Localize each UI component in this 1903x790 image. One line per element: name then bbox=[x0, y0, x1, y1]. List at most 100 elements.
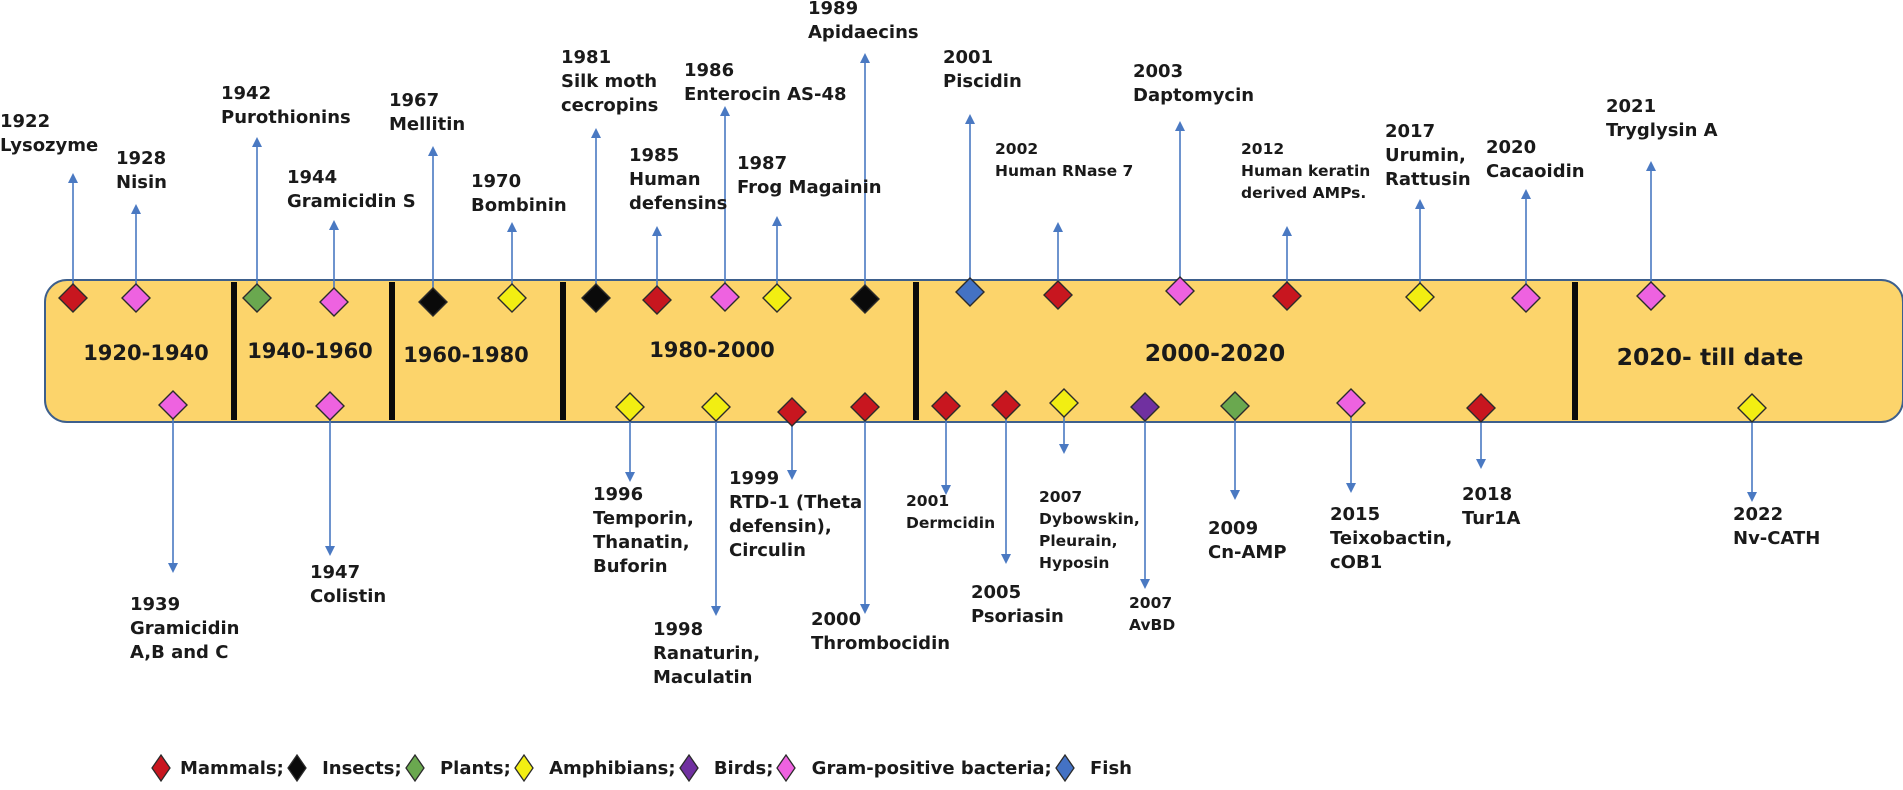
above-2012-human-keratin-marker bbox=[1272, 281, 1302, 311]
period-label-2020-till-date: 2020- till date bbox=[1616, 343, 1804, 371]
gram-positive-bacteria-diamond-icon bbox=[776, 753, 797, 783]
event-year: 1989 bbox=[808, 0, 859, 19]
timeline-band bbox=[44, 279, 1903, 423]
above-1928-nisin-marker bbox=[121, 283, 151, 313]
event-year: 2020 bbox=[1486, 137, 1537, 158]
legend-label: Insects; bbox=[315, 757, 402, 779]
event-name: Gramicidin A,B and C bbox=[130, 618, 240, 663]
legend-item-insects: Insects; bbox=[286, 753, 404, 783]
event-year: 1928 bbox=[116, 148, 167, 169]
event-year: 1970 bbox=[471, 171, 522, 192]
event-name: Bombinin bbox=[471, 195, 567, 216]
above-1989-apidaecins-marker bbox=[850, 284, 880, 314]
event-year: 2022 bbox=[1733, 504, 1784, 525]
legend-label: Fish bbox=[1083, 757, 1132, 779]
above-1981-silk-moth-marker bbox=[581, 283, 611, 313]
event-year: 1981 bbox=[561, 47, 612, 68]
legend: Mammals; Insects; Plants; Amphibians; Bi… bbox=[150, 752, 1134, 784]
legend-label: Plants; bbox=[433, 757, 511, 779]
event-year: 1996 bbox=[593, 484, 644, 505]
legend-label: Amphibians; bbox=[542, 757, 676, 779]
below-2007-dybowskin-marker bbox=[1049, 388, 1079, 418]
event-year: 2007 bbox=[1039, 488, 1083, 506]
legend-item-plants: Plants; bbox=[404, 753, 513, 783]
period-label-1960-1980: 1960-1980 bbox=[403, 343, 529, 367]
above-2002-human-rnase-7-marker bbox=[1043, 280, 1073, 310]
event-name: Dermcidin bbox=[906, 514, 996, 532]
below-1996-temporin-marker bbox=[615, 392, 645, 422]
period-label-1980-2000: 1980-2000 bbox=[649, 338, 775, 362]
legend-label: Gram-positive bacteria; bbox=[805, 757, 1052, 779]
event-year: 1985 bbox=[629, 145, 680, 166]
legend-item-gram-positive-bacteria: Gram-positive bacteria; bbox=[775, 753, 1053, 783]
above-1922-lysozyme-marker bbox=[58, 283, 88, 313]
event-year: 1999 bbox=[729, 468, 780, 489]
event-year: 2000 bbox=[811, 609, 862, 630]
below-2007-avbd-marker bbox=[1130, 392, 1160, 422]
event-year: 2009 bbox=[1208, 518, 1259, 539]
above-1944-gramicidin-s-marker bbox=[319, 287, 349, 317]
event-name: Psoriasin bbox=[971, 606, 1064, 627]
event-name: Tryglysin A bbox=[1606, 120, 1718, 141]
above-2020-cacaoidin-marker bbox=[1511, 283, 1541, 313]
event-year: 1942 bbox=[221, 83, 272, 104]
event-name: Ranaturin, Maculatin bbox=[653, 643, 761, 688]
legend-label: Mammals; bbox=[180, 757, 284, 779]
event-name: Tur1A bbox=[1462, 508, 1521, 529]
above-1987-frog-magainin-marker bbox=[762, 283, 792, 313]
event-year: 2017 bbox=[1385, 121, 1436, 142]
event-year: 1987 bbox=[737, 153, 788, 174]
legend-item-fish: Fish bbox=[1054, 753, 1134, 783]
legend-item-mammals: Mammals; bbox=[150, 753, 286, 783]
event-year: 2007 bbox=[1129, 594, 1173, 612]
below-2005-psoriasin-marker bbox=[991, 390, 1021, 420]
above-1967-mellitin-marker bbox=[418, 287, 448, 317]
event-year: 2021 bbox=[1606, 96, 1657, 117]
event-name: RTD-1 (Theta defensin), Circulin bbox=[729, 492, 863, 561]
above-2017-urumin-marker bbox=[1405, 282, 1435, 312]
event-name: Dybowskin, Pleurain, Hyposin bbox=[1039, 510, 1140, 572]
event-name: Cacaoidin bbox=[1486, 161, 1585, 182]
event-name: Piscidin bbox=[943, 71, 1022, 92]
event-name: AvBD bbox=[1129, 616, 1176, 634]
event-name: Lysozyme bbox=[0, 135, 99, 156]
event-name: Gramicidin S bbox=[287, 191, 416, 212]
below-2000-thrombocidin-marker bbox=[850, 392, 880, 422]
above-2021-tryglysin-a-marker bbox=[1636, 281, 1666, 311]
event-name: Human defensins bbox=[629, 169, 728, 214]
event-name: Silk moth cecropins bbox=[561, 71, 659, 116]
event-year: 2018 bbox=[1462, 484, 1513, 505]
legend-label: Birds; bbox=[707, 757, 774, 779]
event-year: 2003 bbox=[1133, 61, 1184, 82]
event-year: 2001 bbox=[906, 492, 950, 510]
event-name: Nisin bbox=[116, 172, 167, 193]
event-name: Thrombocidin bbox=[811, 633, 951, 654]
event-name: Cn-AMP bbox=[1208, 542, 1287, 563]
amphibians-diamond-icon bbox=[514, 753, 534, 783]
event-name: Frog Magainin bbox=[737, 177, 882, 198]
event-year: 1986 bbox=[684, 60, 735, 81]
above-2003-daptomycin-marker bbox=[1165, 276, 1195, 306]
event-name: Human RNase 7 bbox=[995, 162, 1134, 180]
event-year: 2002 bbox=[995, 140, 1039, 158]
birds-diamond-icon bbox=[678, 753, 699, 783]
